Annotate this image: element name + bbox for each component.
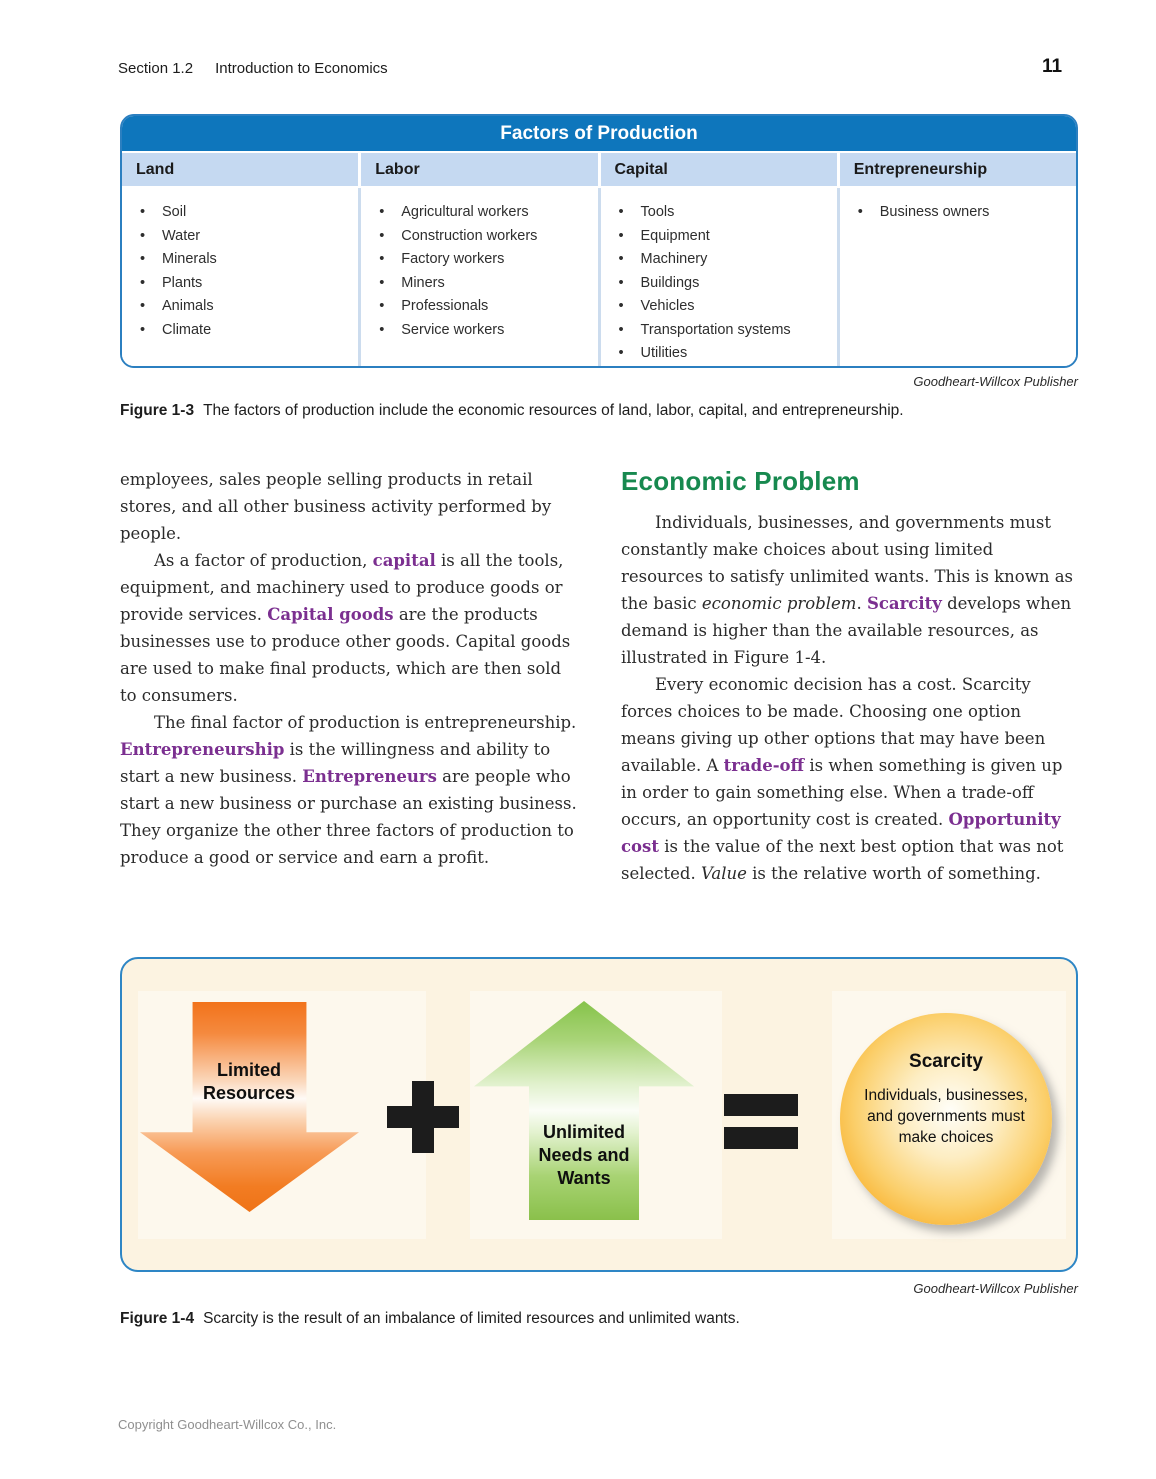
bullet-item: Machinery <box>617 248 831 272</box>
equals-icon <box>724 1094 798 1149</box>
chapter-title: Introduction to Economics <box>215 60 388 77</box>
page-number: 11 <box>1042 56 1063 77</box>
bullet-item: Water <box>138 225 352 249</box>
figure3-caption: Figure 1-3 The factors of production incl… <box>120 402 1078 420</box>
figure4-caption-text: Scarcity is the result of an imbalance o… <box>203 1310 740 1327</box>
left-text-column: employees, sales people selling products… <box>120 466 580 871</box>
table-body-row: SoilWaterMineralsPlantsAnimalsClimate Ag… <box>122 188 1076 366</box>
bullet-item: Equipment <box>617 225 831 249</box>
plus-bar <box>412 1081 434 1153</box>
bullet-item: Miners <box>377 272 591 296</box>
down-arrow-label: Limited Resources <box>202 1060 296 1103</box>
column-cell-capital: ToolsEquipmentMachineryBuildingsVehicles… <box>600 188 837 366</box>
bullet-item: Construction workers <box>377 225 591 249</box>
figure4-caption-label: Figure 1-4 <box>120 1310 195 1327</box>
paragraph: Every economic decision has a cost. Scar… <box>621 675 1064 883</box>
bullet-item: Vehicles <box>617 295 831 319</box>
plus-icon <box>387 1081 459 1153</box>
column-header-labor: Labor <box>361 153 598 186</box>
figure3-caption-label: Figure 1-3 <box>120 402 195 419</box>
bullet-item: Business owners <box>856 201 1070 225</box>
column-cell-labor: Agricultural workersConstruction workers… <box>361 188 598 366</box>
bullet-item: Service workers <box>377 319 591 343</box>
bullet-item: Minerals <box>138 248 352 272</box>
scarcity-circle-text: Individuals, businesses, and governments… <box>864 1087 1028 1146</box>
scarcity-diagram: Limited Resources Unlimited Needs and Wa… <box>120 957 1078 1272</box>
running-head: Section 1.2 Introduction to Economics <box>118 60 388 77</box>
up-arrow-label: Unlimited Needs and Wants <box>538 1122 630 1188</box>
paragraph: Individuals, businesses, and governments… <box>621 513 1074 667</box>
scarcity-circle-title: Scarcity <box>909 1051 983 1072</box>
paragraph: The final factor of production is entrep… <box>120 713 577 867</box>
bullet-item: Soil <box>138 201 352 225</box>
column-header-capital: Capital <box>600 153 837 186</box>
bullet-item: Transportation systems <box>617 319 831 343</box>
bullet-item: Utilities <box>617 342 831 366</box>
column-header-entrepreneurship: Entrepreneurship <box>839 153 1076 186</box>
figure3-caption-text: The factors of production include the ec… <box>203 402 904 419</box>
column-header-land: Land <box>122 153 359 186</box>
table-title: Factors of Production <box>122 116 1076 151</box>
bullet-item: Professionals <box>377 295 591 319</box>
bullet-item: Climate <box>138 319 352 343</box>
column-cell-land: SoilWaterMineralsPlantsAnimalsClimate <box>122 188 359 366</box>
equals-bar <box>724 1127 798 1149</box>
equals-bar <box>724 1094 798 1116</box>
copyright-line: Copyright Goodheart-Willcox Co., Inc. <box>118 1417 337 1432</box>
figure3-attribution: Goodheart-Willcox Publisher <box>913 374 1078 389</box>
bullet-item: Animals <box>138 295 352 319</box>
bullet-item: Tools <box>617 201 831 225</box>
paragraph: employees, sales people selling products… <box>120 470 552 543</box>
bullet-item: Agricultural workers <box>377 201 591 225</box>
table-header-row: Land Labor Capital Entrepreneurship <box>122 153 1076 186</box>
factors-of-production-table: Factors of Production Land Labor Capital… <box>120 114 1078 368</box>
section-number: Section 1.2 <box>118 60 194 77</box>
figure4-caption: Figure 1-4 Scarcity is the result of an i… <box>120 1310 1078 1328</box>
bullet-item: Plants <box>138 272 352 296</box>
bullet-item: Factory workers <box>377 248 591 272</box>
paragraph: As a factor of production, capital is al… <box>120 551 571 705</box>
section-heading: Economic Problem <box>621 466 860 496</box>
bullet-item: Buildings <box>617 272 831 296</box>
right-text-column: Economic Problem Individuals, businesses… <box>621 466 1079 887</box>
scarcity-circle: Scarcity Individuals, businesses, and go… <box>840 1013 1052 1225</box>
figure4-attribution: Goodheart-Willcox Publisher <box>913 1281 1078 1296</box>
column-cell-entrepreneurship: Business owners <box>839 188 1076 366</box>
